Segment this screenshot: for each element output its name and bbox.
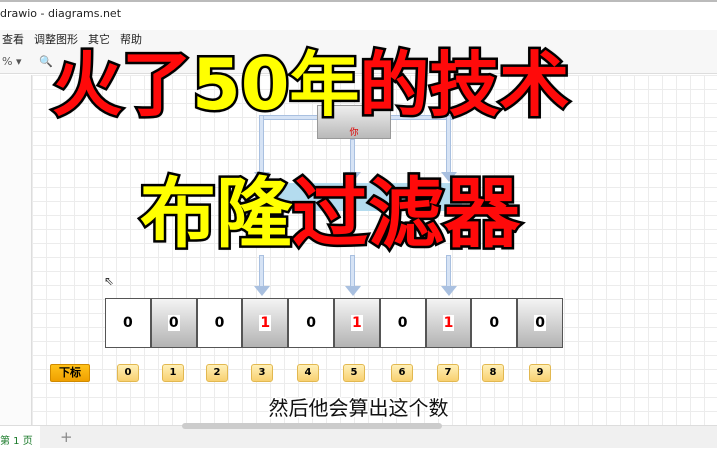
index-badge: 2 [206,364,228,382]
bit-value: 0 [167,315,180,331]
bit-cell[interactable]: 1 [425,298,472,348]
bit-value: 1 [442,315,455,331]
bit-value: 1 [259,315,272,331]
arrow-down-icon [441,286,457,296]
subtitle: 然后他会算出这个数 [267,395,450,422]
bit-cell[interactable]: 0 [379,298,426,348]
bit-value: 1 [351,315,363,331]
headline-line-1: 火了50年的技术 [50,48,572,123]
bit-cell[interactable]: 0 [471,298,518,348]
bit-value: 0 [122,315,134,331]
index-badge: 9 [529,364,551,382]
bit-cell[interactable]: 1 [333,298,380,348]
bit-cell[interactable]: 1 [242,298,289,348]
headline-part: 布隆 [138,169,295,258]
arrow-down-icon [254,286,270,296]
index-badge: 5 [343,364,365,382]
index-badge: 8 [482,364,504,382]
menu-extras[interactable]: 其它 [88,33,110,46]
bit-cell[interactable]: 0 [288,298,334,348]
magnifier-icon[interactable]: 🔍 [38,55,53,68]
horizontal-scrollbar[interactable] [182,423,442,429]
arrow-down-icon [345,172,361,182]
zoom-select[interactable]: % [2,55,13,68]
index-badge: 7 [437,364,459,382]
bit-cell[interactable]: 0 [150,298,197,348]
arrow-down-icon [441,172,457,182]
bit-value: 0 [305,315,317,331]
title-bar: drawio - diagrams.net [0,0,717,22]
headline-part: 过滤器 [290,169,523,258]
connector [259,255,264,287]
connector [350,255,355,287]
input-box[interactable]: 你 [317,105,391,139]
headline-part: 的技术 [357,44,572,126]
window-title: drawio - diagrams.net [0,7,122,20]
bit-cell[interactable]: 0 [196,298,243,348]
index-badge: 4 [297,364,319,382]
menu-view[interactable]: 查看 [2,33,24,46]
shape-panel [0,75,32,425]
index-badge: 6 [391,364,413,382]
bit-value: 0 [213,315,226,331]
bit-value: 0 [396,315,409,331]
plus-icon[interactable]: + [60,428,73,446]
bit-value: 0 [488,315,501,331]
hash-box[interactable] [262,183,462,211]
arrow-down-icon [254,172,270,182]
bit-cell[interactable]: 0 [105,298,151,348]
headline-part: 50年 [189,44,361,126]
arrow-down-icon [345,286,361,296]
bit-value: 0 [534,315,546,331]
page-tab[interactable]: 第 1 页 [0,426,40,449]
connector [350,139,355,173]
menu-bar: 查看 调整图形 其它 帮助 [0,30,717,50]
menu-help[interactable]: 帮助 [120,33,142,46]
headline-line-2: 布隆过滤器 [138,173,523,254]
input-label: 你 [349,128,359,138]
index-badge: 1 [162,364,184,382]
bit-array: 0 0 0 1 0 1 0 1 0 0 [105,298,563,348]
index-badge: 3 [251,364,273,382]
mouse-cursor-icon: ⇖ [104,274,115,288]
toolbar: % ▾ 🔍 [0,50,717,74]
index-label: 下标 [50,364,90,382]
menu-arrange[interactable]: 调整图形 [34,33,78,46]
index-badge: 0 [117,364,139,382]
bit-cell[interactable]: 0 [517,298,563,348]
connector [446,255,451,287]
headline-part: 火了 [50,44,195,126]
